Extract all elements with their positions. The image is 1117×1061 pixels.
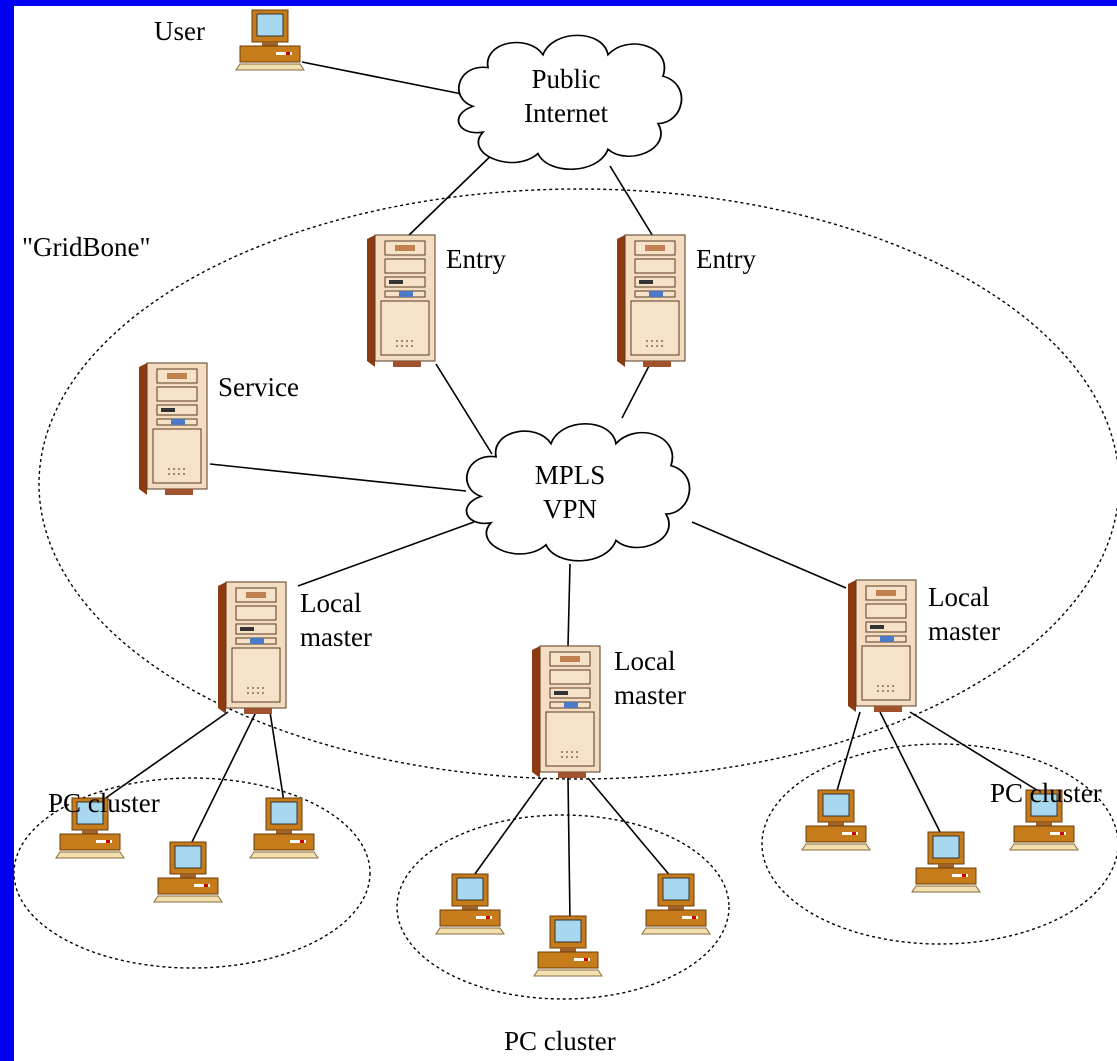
cluster-right-label: PC cluster [990, 778, 1102, 808]
entry-left-label: Entry [446, 244, 506, 274]
cluster-right-pc-2-icon [911, 831, 981, 893]
cluster-left-pc-2-icon [153, 841, 223, 903]
connection-lines [99, 61, 1041, 921]
internet-label-line1: Public [531, 64, 600, 94]
pc-cluster-left-boundary [14, 777, 371, 969]
user-label: User [154, 16, 205, 46]
mpls-vpn-cloud-icon [465, 422, 691, 562]
local-master-right-server-icon [847, 579, 917, 713]
local-master-left-server-icon [217, 581, 287, 715]
master-mid-label-line1: Local [614, 646, 675, 676]
gridbone-boundary [38, 188, 1117, 780]
internet-label-line2: Internet [524, 98, 608, 128]
master-mid-label-line2: master [614, 680, 686, 710]
cluster-left-label: PC cluster [48, 788, 160, 818]
cluster-mid-pc-1-icon [435, 873, 505, 935]
service-server-icon [138, 362, 208, 496]
cluster-right-pc-1-icon [801, 789, 871, 851]
pc-cluster-right-boundary [761, 743, 1117, 945]
cluster-mid-label: PC cluster [504, 1026, 616, 1056]
gridbone-label: "GridBone" [22, 232, 151, 262]
master-left-label-line2: master [300, 622, 372, 652]
entry-server-left-icon [366, 234, 436, 368]
entry-server-right-icon [616, 234, 686, 368]
pc-cluster-mid-boundary [396, 814, 730, 1000]
network-diagram: User Public Internet "GridBone" Entry En… [14, 9, 1117, 1056]
cluster-left-pc-3-icon [249, 797, 319, 859]
user-desktop-pc-icon [235, 9, 305, 71]
master-right-label-line2: master [928, 616, 1000, 646]
master-left-label-line1: Local [300, 588, 361, 618]
mpls-label-line1: MPLS [535, 460, 606, 490]
cluster-mid-pc-3-icon [641, 873, 711, 935]
cluster-mid-pc-2-icon [533, 915, 603, 977]
entry-right-label: Entry [696, 244, 756, 274]
mpls-label-line2: VPN [543, 494, 597, 524]
service-label: Service [218, 372, 299, 402]
local-master-mid-server-icon [531, 645, 601, 779]
master-right-label-line1: Local [928, 582, 989, 612]
diagram-canvas: User Public Internet "GridBone" Entry En… [14, 6, 1117, 1061]
